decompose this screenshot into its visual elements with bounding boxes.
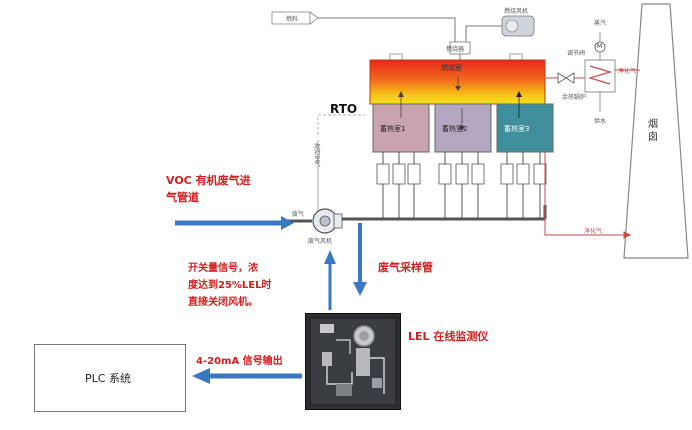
combustion-chamber-label: 燃烧室	[441, 64, 462, 72]
inlet-pipe	[338, 205, 547, 221]
regen-chamber-1	[372, 91, 430, 153]
valve-columns	[382, 152, 541, 218]
valve-exhaust-icon	[557, 72, 575, 84]
analog-output-arrow	[192, 368, 302, 384]
chimney-label: 烟囱	[648, 119, 658, 143]
purge-air-line	[317, 114, 365, 218]
purge-air-label: 吹扫空气	[313, 143, 320, 167]
exhaust-label: 净化气	[618, 68, 637, 75]
waste-heat-boiler	[584, 32, 616, 112]
lel-monitor-cabinet	[305, 313, 401, 410]
switch-signal-label-line2: 度达到25%LEL时	[188, 280, 272, 291]
lel-monitor-label: LEL 在线监测仪	[408, 330, 489, 343]
monitor-internals	[309, 317, 397, 406]
sampling-pipe-label: 废气采样管	[378, 261, 433, 274]
clean-gas-line	[544, 152, 632, 239]
waste-heat-boiler-label: 余热锅炉	[562, 94, 587, 101]
fuel-line	[271, 11, 456, 42]
rto-label: RTO	[330, 102, 358, 116]
waste-gas-fan-icon	[312, 208, 343, 234]
combustion-fan-label: 燃烧风机	[504, 8, 529, 15]
burner-icon	[449, 41, 471, 60]
switch-signal-arrow	[324, 250, 336, 310]
voc-inlet-arrow	[175, 216, 294, 230]
plc-system-box: PLC 系统	[34, 344, 186, 412]
analog-output-label: 4-20mA 信号输出	[196, 356, 283, 367]
waste-gas-fan-label: 废气风机	[308, 238, 333, 245]
valves	[376, 163, 547, 185]
switch-signal-label-line3: 直接关闭风机。	[188, 297, 258, 308]
plc-label: PLC 系统	[85, 372, 131, 385]
steam-label: 蒸汽	[594, 20, 607, 27]
water-supply-label: 供水	[594, 118, 607, 125]
regen-chamber-3-label: 蓄热室3	[504, 125, 530, 133]
chimney	[623, 3, 689, 259]
fuel-label: 燃料	[286, 16, 299, 23]
regen-chamber-2	[434, 103, 492, 153]
voc-inlet-label-line2: 气管道	[166, 191, 199, 204]
burner-label: 燃烧器	[446, 46, 465, 53]
regen-chamber-2-label: 蓄热室2	[442, 125, 468, 133]
clean-gas-label: 净化气	[584, 228, 603, 235]
combustion-fan-icon	[465, 15, 535, 42]
regen-chamber-1-label: 蓄热室1	[380, 125, 406, 133]
motor-label: M	[597, 43, 603, 50]
waste-gas-label: 废气	[292, 211, 305, 218]
sampling-pipe-arrow	[353, 223, 367, 296]
regulating-valve-label: 调节阀	[567, 50, 586, 57]
regen-chamber-3	[496, 91, 554, 153]
switch-signal-label-line1: 开关量信号，浓	[188, 263, 258, 274]
motor-icon	[594, 41, 606, 53]
voc-inlet-label-line1: VOC 有机废气进	[166, 174, 251, 187]
